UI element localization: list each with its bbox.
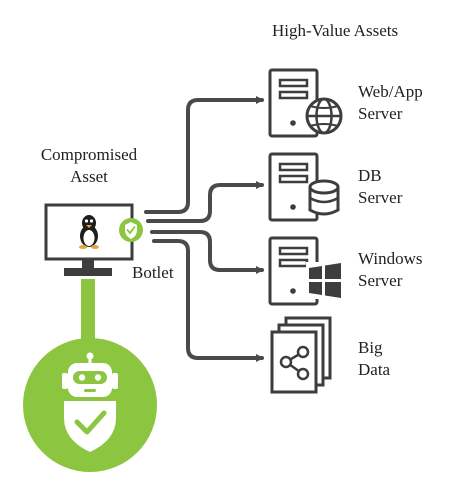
asset-label-windows: Windows Server	[358, 248, 422, 292]
bot-shield-icon	[23, 338, 157, 472]
asset-label-web-line2: Server	[358, 104, 403, 123]
asset-label-db-line1: DB	[358, 166, 382, 185]
connector-to-windows-server	[150, 230, 264, 274]
globe-icon	[305, 97, 343, 135]
asset-label-db: DB Server	[358, 165, 402, 209]
linux-penguin-icon	[79, 215, 99, 249]
asset-label-bigdata-line2: Data	[358, 360, 391, 379]
asset-label-web: Web/App Server	[358, 81, 423, 125]
connector-to-db-server	[146, 181, 264, 223]
botlet-badge-icon	[119, 218, 143, 242]
asset-label-windows-line1: Windows	[358, 249, 423, 268]
compromised-label-line2: Asset	[70, 167, 108, 186]
connectors	[144, 96, 264, 362]
connector-to-web-server	[144, 96, 264, 214]
windows-logo-icon	[306, 262, 343, 299]
botlet-label: Botlet	[132, 263, 174, 282]
connector-to-big-data	[152, 239, 264, 362]
asset-label-bigdata-line1: Big	[358, 338, 383, 357]
asset-label-db-line2: Server	[358, 188, 403, 207]
asset-label-windows-line2: Server	[358, 271, 403, 290]
compromised-label-line1: Compromised	[40, 145, 138, 164]
database-icon	[308, 179, 340, 216]
asset-label-web-line1: Web/App	[358, 82, 423, 101]
asset-label-bigdata: Big Data	[358, 337, 390, 381]
data-graph-icon	[279, 345, 310, 381]
heading-high-value-assets: High-Value Assets	[272, 21, 399, 40]
compromised-asset-label: Compromised Asset	[26, 144, 152, 188]
